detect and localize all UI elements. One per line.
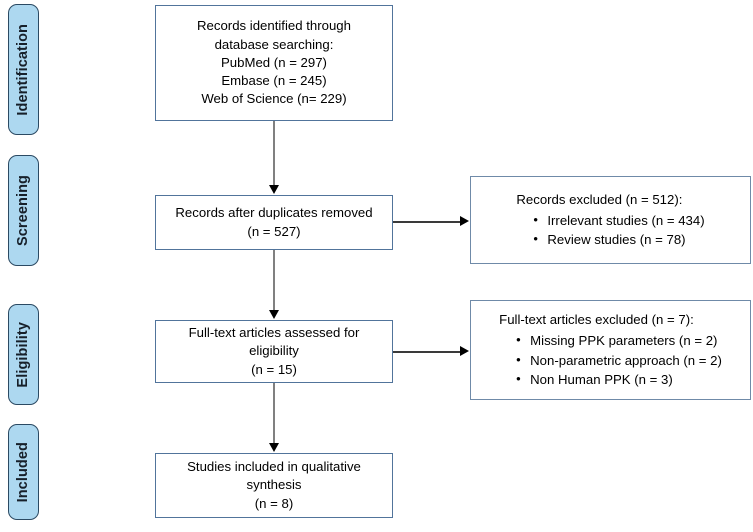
list-item: Missing PPK parameters (n = 2)	[516, 330, 722, 351]
box-records-after-duplicates: Records after duplicates removed (n = 52…	[155, 195, 393, 250]
box-fulltext-excluded-list: Missing PPK parameters (n = 2) Non-param…	[499, 330, 722, 390]
list-item: Non-parametric approach (n = 2)	[516, 350, 722, 371]
stage-tab-included: Included	[8, 424, 39, 520]
arrow-head-down-icon	[268, 443, 279, 452]
list-item: Non Human PPK (n = 3)	[516, 369, 722, 390]
box-fulltext-excluded-heading: Full-text articles excluded (n = 7):	[499, 311, 694, 327]
stage-tab-screening: Screening	[8, 155, 39, 266]
arrow-head-down-icon	[268, 310, 279, 319]
stage-tab-identification: Identification	[8, 4, 39, 135]
box-fulltext-assessed-text: Full-text articles assessed for eligibil…	[188, 325, 360, 377]
box-studies-included-text: Studies included in qualitative synthesi…	[187, 459, 361, 511]
box-records-excluded: Records excluded (n = 512): Irrelevant s…	[470, 176, 751, 264]
box-fulltext-excluded: Full-text articles excluded (n = 7): Mis…	[470, 300, 751, 400]
box-records-excluded-content: Records excluded (n = 512): Irrelevant s…	[516, 190, 704, 250]
arrow-head-down-icon	[268, 185, 279, 194]
list-item: Review studies (n = 78)	[533, 229, 704, 250]
stage-tab-eligibility: Eligibility	[8, 304, 39, 405]
arrow-head-right-icon	[460, 216, 469, 226]
box-records-after-duplicates-text: Records after duplicates removed (n = 52…	[175, 205, 373, 239]
stage-tab-identification-label: Identification	[15, 23, 32, 116]
connector-line	[273, 383, 275, 444]
connector-line	[393, 221, 461, 223]
box-studies-included: Studies included in qualitative synthesi…	[155, 453, 393, 518]
box-records-identified: Records identified through database sear…	[155, 5, 393, 121]
box-records-excluded-list: Irrelevant studies (n = 434) Review stud…	[516, 210, 704, 251]
stage-tab-included-label: Included	[15, 441, 32, 503]
stage-tab-eligibility-label: Eligibility	[15, 321, 32, 388]
connector-line	[273, 250, 275, 311]
connector-line	[393, 351, 461, 353]
list-item: Irrelevant studies (n = 434)	[533, 210, 704, 231]
box-records-excluded-heading: Records excluded (n = 512):	[516, 191, 683, 207]
box-fulltext-assessed: Full-text articles assessed for eligibil…	[155, 320, 393, 383]
connector-line	[273, 121, 275, 186]
box-records-identified-text: Records identified through database sear…	[197, 18, 351, 107]
arrow-head-right-icon	[460, 346, 469, 356]
stage-tab-screening-label: Screening	[15, 174, 32, 246]
box-fulltext-excluded-content: Full-text articles excluded (n = 7): Mis…	[499, 310, 722, 390]
